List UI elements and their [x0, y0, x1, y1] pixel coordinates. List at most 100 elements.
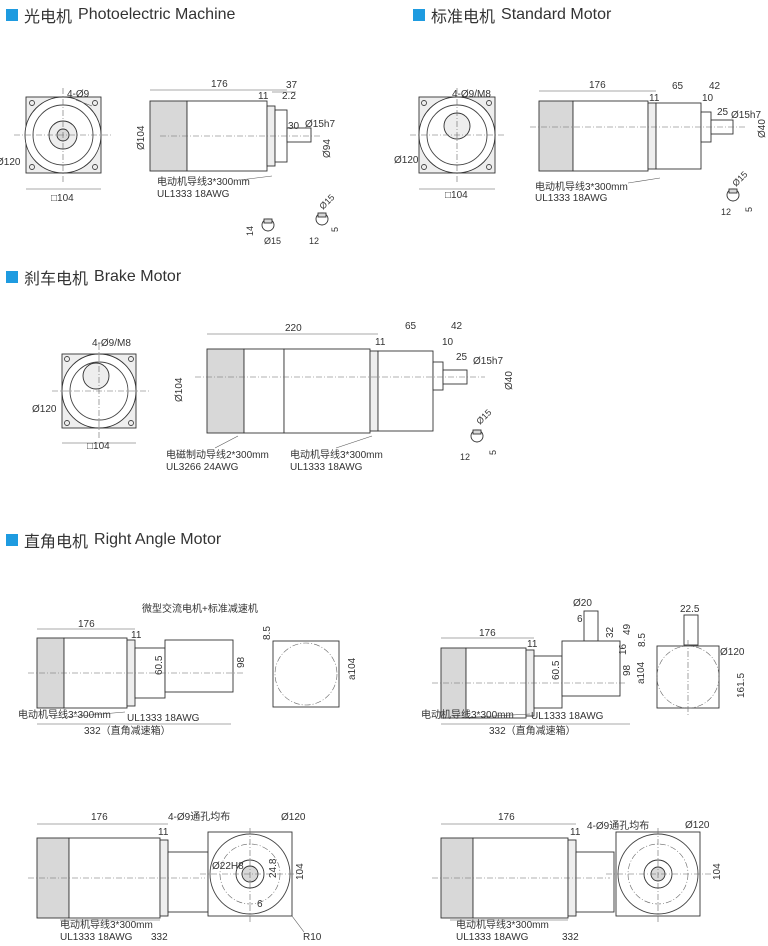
photo-wire2-label: UL1333 18AWG	[157, 189, 230, 200]
ra-c-d11: 11	[158, 827, 169, 838]
ra-d-len: 176	[498, 812, 515, 823]
brake-key-b: 12	[460, 452, 470, 462]
brake-d10-label: 10	[442, 337, 454, 348]
section-photoelectric: 光电机 Photoelectric Machine	[6, 3, 235, 27]
photo-key-b: Ø15	[264, 236, 281, 246]
photo-key-a: 14	[245, 226, 255, 236]
photo-key-d: 5	[330, 227, 340, 232]
brake-wire2-label: UL3266 24AWG	[166, 462, 239, 473]
standard-square-label: □104	[445, 190, 468, 201]
standard-d40-label: Ø40	[757, 119, 768, 138]
standard-side-view: 176 65 42 11 10 25 Ø15h7 Ø40 电动机导线3*300m…	[530, 80, 768, 204]
brake-len-label: 220	[285, 323, 302, 334]
brake-square-label: □104	[87, 441, 110, 452]
ra-d-view: 176 11 4-Ø9通孔均布 Ø120 104 电动机导线3*300mm UL…	[432, 812, 723, 943]
ra-b-d120: Ø120	[720, 647, 745, 658]
photo-front-view: 4-Ø9 Ø120 □104	[0, 88, 112, 204]
standard-holes-label: 4-Ø9/M8	[452, 89, 491, 100]
photo-shaft-label: Ø15h7	[305, 119, 335, 130]
standard-d25-label: 25	[717, 107, 729, 118]
ra-d-total: 332	[562, 932, 579, 943]
photo-square-label: □104	[51, 193, 74, 204]
ra-b-wire1: 电动机导线3*300mm	[421, 708, 514, 721]
standard-d10-label: 10	[702, 93, 714, 104]
brake-key-detail: Ø15 12 5	[460, 407, 498, 462]
ra-c-bore: Ø22H8	[212, 861, 244, 872]
brake-holes-label: 4-Ø9/M8	[92, 338, 131, 349]
section-title-en: Photoelectric Machine	[78, 6, 236, 23]
ra-a-wire2: UL1333 18AWG	[127, 713, 200, 724]
ra-d-d104: 104	[712, 863, 723, 880]
brake-wire3-label: 电动机导线3*300mm	[290, 448, 383, 461]
ra-d-d11: 11	[570, 827, 581, 838]
section-title-cn: 刹车电机	[24, 271, 89, 288]
ra-b-d605: 60.5	[551, 660, 562, 680]
photo-key-c: 12	[309, 236, 319, 246]
ra-a-wire1: 电动机导线3*300mm	[18, 708, 111, 721]
standard-wire2-label: UL1333 18AWG	[535, 193, 608, 204]
brake-wire1-label: 电磁制动导线2*300mm	[166, 448, 269, 461]
ra-a-d11: 11	[131, 630, 142, 641]
section-marker-icon	[6, 534, 18, 546]
brake-dia-label: Ø120	[32, 404, 57, 415]
standard-d65-label: 65	[672, 81, 684, 92]
standard-wire1-label: 电动机导线3*300mm	[535, 180, 628, 193]
standard-key-detail: Ø15 12 5	[721, 169, 754, 217]
ra-c-r10: R10	[303, 932, 322, 943]
section-marker-icon	[6, 271, 18, 283]
photo-d30-label: 30	[288, 121, 300, 132]
section-title-en: Brake Motor	[94, 268, 182, 285]
ra-b-d32: 32	[605, 626, 616, 638]
standard-shaft-label: Ø15h7	[731, 110, 761, 121]
brake-key-c: 5	[488, 450, 498, 455]
photo-d11-label: 11	[258, 91, 269, 102]
photo-key-detail: 14 Ø15 12 5 Ø15	[245, 192, 340, 246]
photo-side-view: 176 37 11 2.2 30 Ø15h7 Ø104 Ø94 电动机导线3*3…	[136, 79, 335, 200]
brake-d40-label: Ø40	[504, 371, 515, 390]
photo-d22-label: 2.2	[282, 91, 296, 102]
ra-a-d85: 8.5	[262, 626, 273, 640]
ra-b-total: 332（直角减速箱）	[489, 724, 576, 737]
ra-c-len: 176	[91, 812, 108, 823]
section-title-cn: 直角电机	[24, 534, 89, 551]
brake-key-a: Ø15	[474, 407, 493, 426]
photo-holes-label: 4-Ø9	[67, 89, 90, 100]
standard-front-view: 4-Ø9/M8 Ø120 □104	[394, 88, 505, 201]
section-title-cn: 标准电机	[431, 9, 496, 26]
ra-c-total: 332	[151, 932, 168, 943]
ra-b-wire2: UL1333 18AWG	[531, 711, 604, 722]
ra-a-view: 微型交流电机+标准减速机 176 11 60.5 98 8.5 a104 电动机…	[18, 602, 358, 737]
ra-d-holes: 4-Ø9通孔均布	[587, 820, 649, 832]
brake-side-view: 220 65 42 11 10 25 Ø15h7 Ø40 Ø104 电磁制动导线…	[166, 321, 515, 473]
ra-b-d225: 22.5	[680, 604, 700, 615]
section-marker-icon	[6, 9, 18, 21]
brake-d65-label: 65	[405, 321, 417, 332]
ra-c-d248: 24.8	[268, 858, 279, 878]
ra-a-total: 332（直角减速箱）	[84, 724, 171, 737]
ra-b-d85: 8.5	[637, 633, 648, 647]
ra-b-d1615: 161.5	[736, 673, 747, 698]
ra-a-d98: 98	[236, 656, 247, 668]
section-title-en: Right Angle Motor	[94, 531, 222, 548]
photo-dia-label: Ø120	[0, 157, 21, 168]
ra-c-holes: 4-Ø9通孔均布	[168, 811, 230, 823]
standard-dia-label: Ø120	[394, 155, 419, 166]
ra-b-d49: 49	[622, 623, 633, 635]
brake-body-label: Ø104	[174, 377, 185, 402]
ra-c-view: 176 11 4-Ø9通孔均布 Ø120 Ø22H8 24.8 6 104 R1…	[28, 811, 322, 943]
photo-key-e: Ø15	[317, 192, 336, 211]
ra-b-shaft: Ø20	[573, 598, 592, 609]
brake-d11-label: 11	[375, 337, 386, 348]
section-title-cn: 光电机	[24, 9, 73, 26]
ra-a-a104: a104	[347, 657, 358, 680]
ra-d-d120: Ø120	[685, 820, 710, 831]
ra-b-d6: 6	[577, 614, 583, 625]
section-standard: 标准电机 Standard Motor	[413, 3, 611, 27]
brake-shaft-label: Ø15h7	[473, 356, 503, 367]
photo-len-label: 176	[211, 79, 228, 90]
ra-d-wire1: 电动机导线3*300mm	[456, 918, 549, 931]
ra-b-d16: 16	[618, 643, 629, 655]
ra-b-d11: 11	[527, 639, 538, 650]
brake-d25-label: 25	[456, 352, 468, 363]
